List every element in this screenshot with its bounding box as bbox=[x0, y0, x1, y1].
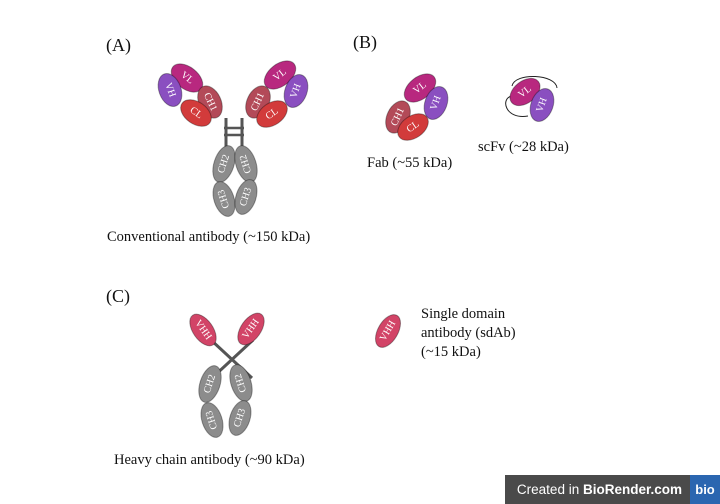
caption-sdab-line2: antibody (sdAb) bbox=[421, 325, 516, 341]
domain-shape bbox=[180, 99, 212, 127]
caption-fab: Fab (~55 kDa) bbox=[367, 155, 452, 171]
domain-vhh: VHH bbox=[189, 313, 217, 347]
domain-vh: VH bbox=[157, 73, 183, 107]
domain-vl: VL bbox=[263, 60, 297, 90]
domain-ch2: CH2 bbox=[198, 365, 222, 403]
domain-vh: VH bbox=[423, 86, 449, 120]
domain-label: VH bbox=[534, 96, 549, 113]
right-fab-arm: VL VH CH1 CL bbox=[245, 60, 309, 128]
panel-label-c: (C) bbox=[106, 286, 130, 307]
domain-ch2: CH2 bbox=[212, 145, 236, 183]
domain-shape bbox=[212, 181, 236, 217]
domain-shape bbox=[189, 313, 217, 347]
domain-vhh: VHH bbox=[375, 314, 401, 348]
domain-label: VH bbox=[162, 81, 177, 98]
domain-cl: CL bbox=[397, 113, 429, 141]
domain-shape bbox=[198, 365, 222, 403]
domain-ch2: CH2 bbox=[234, 145, 258, 183]
fab-fragment: VL VH CH1 CL bbox=[385, 73, 449, 141]
domain-shape bbox=[228, 400, 252, 436]
biorender-footer[interactable]: Created in BioRender.com bio bbox=[505, 475, 720, 504]
footer-brand: BioRender.com bbox=[582, 482, 682, 497]
domain-shape bbox=[200, 402, 224, 438]
caption-sdab-line1: Single domain bbox=[421, 306, 506, 322]
domain-label: VH bbox=[288, 82, 303, 99]
left-fab-arm: VL VH CH1 CL bbox=[157, 63, 223, 127]
domain-shape bbox=[529, 88, 555, 122]
domain-shape bbox=[157, 73, 183, 107]
footer-created-in: Created in bbox=[516, 482, 583, 497]
domain-vl: VL bbox=[509, 77, 541, 107]
domain-shape bbox=[263, 60, 297, 90]
domain-ch3: CH3 bbox=[234, 179, 258, 215]
domain-ch3: CH3 bbox=[228, 400, 252, 436]
caption-sdab-line3: (~15 kDa) bbox=[421, 344, 481, 360]
footer-text: Created in BioRender.com bbox=[517, 482, 690, 497]
caption-heavy-chain-antibody: Heavy chain antibody (~90 kDa) bbox=[114, 452, 305, 468]
heavy-chain-antibody: VHH VHH CH2 CH2 CH3 CH3 bbox=[189, 312, 265, 438]
panel-label-a: (A) bbox=[106, 35, 131, 56]
domain-shape bbox=[509, 77, 541, 107]
scfv-linker bbox=[511, 75, 558, 89]
domain-shape bbox=[283, 74, 309, 108]
panel-label-b: (B) bbox=[353, 32, 377, 53]
fc-region: CH2 CH2 CH3 CH3 bbox=[212, 145, 258, 217]
domain-shape bbox=[423, 86, 449, 120]
domain-vh: VH bbox=[529, 88, 555, 122]
domain-vh: VH bbox=[283, 74, 309, 108]
domain-ch3: CH3 bbox=[200, 402, 224, 438]
domain-shape bbox=[237, 312, 265, 346]
domain-ch3: CH3 bbox=[212, 181, 236, 217]
domain-shape bbox=[234, 179, 258, 215]
domain-shape bbox=[375, 314, 401, 348]
single-domain-antibody: VHH bbox=[375, 314, 401, 348]
domain-label: VH bbox=[428, 94, 443, 111]
domain-shape bbox=[397, 113, 429, 141]
domain-ch2: CH2 bbox=[229, 364, 253, 402]
caption-scfv: scFv (~28 kDa) bbox=[478, 139, 569, 155]
domain-cl: CL bbox=[256, 100, 288, 128]
scfv-fragment: VL VH bbox=[505, 75, 558, 122]
biorender-logo-icon: bio bbox=[690, 475, 720, 504]
domain-shape bbox=[256, 100, 288, 128]
scfv-linker bbox=[505, 95, 529, 117]
conventional-antibody: VL VH CH1 CL VL VH bbox=[157, 60, 309, 217]
hinge-region bbox=[224, 118, 244, 148]
domain-cl: CL bbox=[180, 99, 212, 127]
domain-vhh: VHH bbox=[237, 312, 265, 346]
caption-conventional-antibody: Conventional antibody (~150 kDa) bbox=[107, 229, 310, 245]
domain-shape bbox=[229, 364, 253, 402]
